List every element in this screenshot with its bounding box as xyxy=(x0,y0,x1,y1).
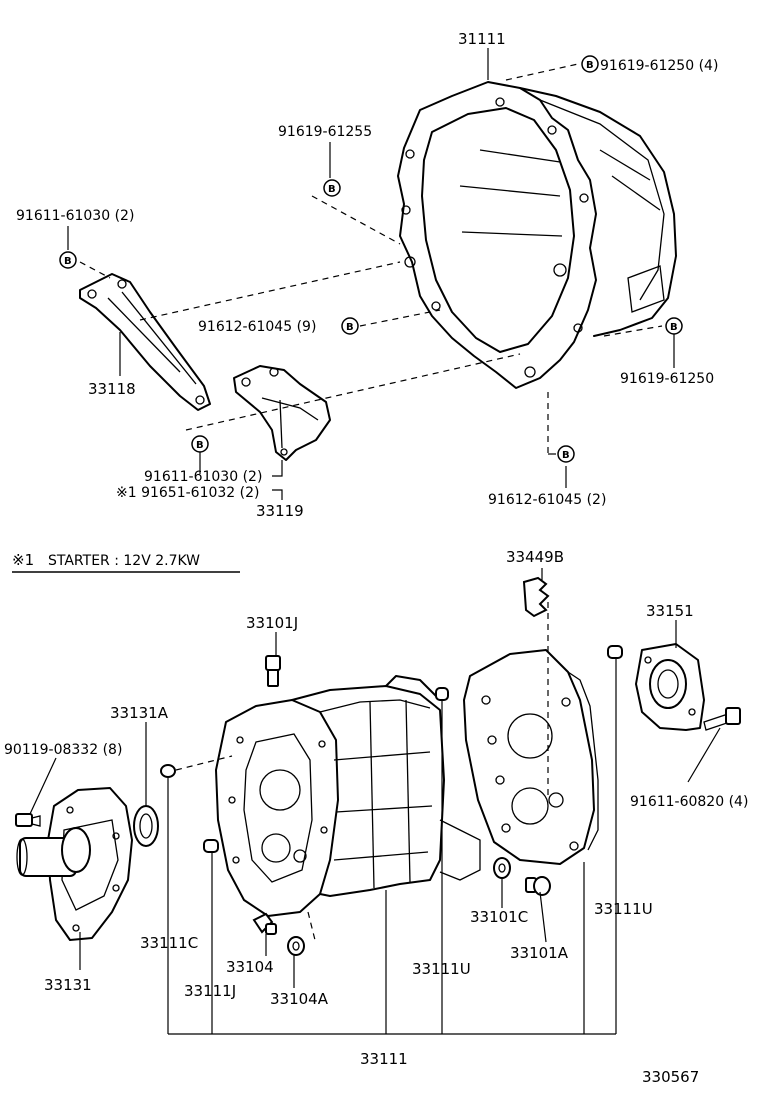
badge-b-2: B xyxy=(323,179,341,197)
diagram-id: 330567 xyxy=(642,1068,699,1086)
label-33104a: 33104A xyxy=(270,990,329,1008)
intermediate-plate-drawing xyxy=(463,649,599,865)
note-text: STARTER : 12V 2.7KW xyxy=(48,553,200,569)
label-33101a: 33101A xyxy=(510,944,569,962)
plug-33101a-drawing xyxy=(525,876,551,896)
badge-b-3: B xyxy=(59,251,77,269)
gasket-33104a-drawing xyxy=(287,936,305,956)
svg-text:B: B xyxy=(670,322,678,333)
label-33104: 33104 xyxy=(226,958,274,976)
label-91611-61030-2a: 91611-61030 (2) xyxy=(16,208,134,224)
label-91619-61255: 91619-61255 xyxy=(278,124,372,140)
badge-b-7: B xyxy=(557,445,575,463)
bearing-retainer-33151-drawing xyxy=(635,643,705,731)
label-91612-61045-2: 91612-61045 (2) xyxy=(488,492,606,508)
bottom-dashed-leaders xyxy=(175,602,549,945)
svg-text:B: B xyxy=(64,256,72,267)
bracket-33119-drawing xyxy=(233,365,331,461)
bracket-33118-drawing xyxy=(79,273,211,411)
label-90119-08332-8: 90119-08332 (8) xyxy=(4,742,122,758)
gasket-33101c-drawing xyxy=(493,857,511,879)
svg-text:B: B xyxy=(346,322,354,333)
badge-b-1: B xyxy=(581,55,599,73)
label-31111-top: 31111 xyxy=(458,30,506,48)
badge-b-5: B xyxy=(665,317,683,335)
cap-33449b-drawing xyxy=(522,576,550,618)
label-33111c: 33111C xyxy=(140,934,198,952)
label-33111u-mid: 33111U xyxy=(412,960,471,978)
label-33111-bottom: 33111 xyxy=(360,1050,408,1068)
label-33131a: 33131A xyxy=(110,704,169,722)
label-33151: 33151 xyxy=(646,602,694,620)
label-33131: 33131 xyxy=(44,976,92,994)
bottom-solid-leaders xyxy=(29,568,721,1035)
label-33119: 33119 xyxy=(256,502,304,520)
svg-text:B: B xyxy=(586,60,594,71)
top-solid-leaders xyxy=(67,48,675,500)
plug-33101j-drawing xyxy=(265,655,281,687)
label-33111j: 33111J xyxy=(184,982,236,1000)
pin-33111j-drawing xyxy=(203,839,219,853)
note-mark: ※1 xyxy=(12,551,34,569)
svg-text:B: B xyxy=(562,450,570,461)
bell-housing-drawing xyxy=(397,81,677,389)
oil-seal-33131a-drawing xyxy=(133,805,159,847)
svg-text:B: B xyxy=(196,440,204,451)
plug-33104-drawing xyxy=(252,912,277,935)
label-91651-61032-2: ※1 91651-61032 (2) xyxy=(116,485,260,501)
bearing-retainer-33131-drawing xyxy=(16,787,133,941)
label-91612-61045-9: 91612-61045 (9) xyxy=(198,319,316,335)
bolt-91611-60820-drawing xyxy=(703,707,741,731)
label-91619-61250-4: 91619-61250 (4) xyxy=(600,58,718,74)
starter-note: ※1 STARTER : 12V 2.7KW xyxy=(12,551,240,573)
pin-33111u-drawing xyxy=(435,645,623,701)
label-91619-61250: 91619-61250 xyxy=(620,371,714,387)
label-91611-61030-2b: 91611-61030 (2) xyxy=(144,469,262,485)
badge-b-6: B xyxy=(191,435,209,453)
label-33111u-right: 33111U xyxy=(594,900,653,918)
pin-33111c-drawing xyxy=(160,764,176,778)
bolt-90119-drawing xyxy=(15,813,41,827)
label-33101j: 33101J xyxy=(246,614,298,632)
badge-b-4: B xyxy=(341,317,359,335)
label-33118: 33118 xyxy=(88,380,136,398)
label-33449b: 33449B xyxy=(506,548,564,566)
label-91611-60820-4: 91611-60820 (4) xyxy=(630,794,748,810)
label-33101c: 33101C xyxy=(470,908,528,926)
transmission-case-drawing xyxy=(215,675,481,917)
top-dashed-leaders xyxy=(79,63,663,455)
svg-text:B: B xyxy=(328,184,336,195)
